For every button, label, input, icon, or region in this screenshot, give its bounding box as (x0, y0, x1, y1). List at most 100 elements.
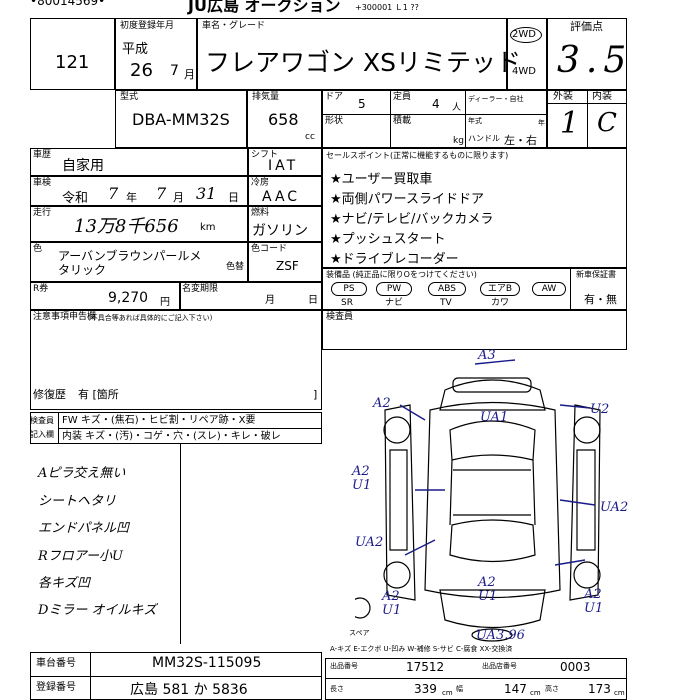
repair-label: 修復歴 (33, 388, 66, 401)
displacement-value: 658 (268, 110, 299, 129)
handwritten-note: シートヘタリ (38, 494, 117, 509)
capacity-unit: 人 (452, 103, 462, 113)
dealer-label: ディーラー・自社 (468, 95, 524, 103)
registration-month-unit: 月 (184, 68, 195, 81)
diagram-mark-ua2: UA2 (600, 500, 629, 515)
sales-points-label: セールスポイント(正常に機能するものに限ります) (326, 151, 509, 160)
sales-point-item: ★ドライブレコーダー (330, 252, 459, 267)
mileage-box (30, 206, 248, 242)
new-car-value: 有・無 (584, 293, 617, 306)
handwritten-note: Dミラー オイルキズ (38, 603, 157, 618)
notes-small: (不具合等あれば具体的にご記入下さい) (88, 314, 213, 322)
auto-tax-box (180, 282, 322, 310)
registration-month: 7 (170, 63, 179, 79)
equipment-box (322, 268, 627, 310)
equipment-airbag: エアB (480, 282, 520, 296)
capacity-value: 4 (432, 97, 440, 111)
inspector-row-2: 内装 キズ・(汚)・コゲ・穴・(スレ)・キレ・破レ (62, 431, 281, 442)
auto-tax-month-unit: 月 (265, 295, 275, 306)
handle-value: 左・右 (504, 134, 537, 147)
auto-tax-label: 名変期限 (182, 284, 219, 294)
color-box (30, 242, 248, 282)
diagram-mark-a2u1: A2 U1 (478, 575, 498, 604)
auction-no-label: 出品番号 (330, 662, 358, 670)
mileage-value: 13万8千656 (74, 216, 179, 237)
handwritten-note: Rフロアー小U (38, 549, 123, 564)
repair-close: ] (313, 388, 318, 401)
equipment-aw: AW (532, 282, 566, 296)
color-label: 色 (33, 244, 43, 254)
diagram-mark-ua1: UA1 (480, 410, 509, 425)
inspection-day-unit: 日 (228, 191, 239, 204)
registration-era: 平成 (122, 42, 149, 57)
equipment-leather: カワ (491, 298, 510, 308)
dealer-year-label: 年式 (468, 117, 482, 125)
diagram-mark-ua2: UA2 (355, 535, 384, 550)
model-box (115, 90, 247, 148)
displacement-box (247, 90, 322, 148)
handwritten-note: エンドパネル凹 (38, 521, 130, 536)
model-value: DBA-MM32S (132, 110, 230, 129)
doors-value: 5 (358, 97, 366, 111)
color-code-value: ZSF (276, 259, 299, 273)
equipment-abs: ABS (428, 282, 466, 296)
shift-label: シフト (251, 150, 279, 160)
rating-box (547, 18, 627, 90)
diagram-mark-a2u1: A2 U1 (382, 589, 402, 618)
aircon-box (248, 176, 322, 206)
diagram-legend: A-キズ E-エクボ U-凹み W-補修 S-サビ C-腐食 XX-交換済 (330, 645, 513, 653)
length-value: 339 (414, 682, 437, 696)
equipment-tv: TV (440, 298, 452, 308)
diagram-mark-u2: U2 (590, 402, 610, 417)
top-small: +300001 Ｌ1 ?? (355, 3, 419, 12)
recycle-value: 9,270 (108, 290, 149, 306)
shape-label: 形状 (325, 116, 344, 126)
diagram-mark-a2u1: A2 U1 (584, 587, 604, 616)
lot-number: 121 (55, 52, 90, 73)
diagram-mark-a2: A2 (373, 396, 391, 411)
drive-4wd: 4WD (512, 66, 536, 77)
inspection-month-unit: 月 (173, 191, 184, 204)
auto-tax-day-unit: 日 (308, 295, 318, 306)
rating-score: 3.5 (557, 40, 633, 81)
sales-points-box (322, 148, 627, 268)
inspection-box (30, 176, 248, 206)
fuel-value: ガソリン (252, 223, 308, 239)
shift-box (248, 148, 322, 176)
exterior-label: 外装 (553, 91, 573, 102)
lot-box (30, 18, 115, 90)
drive-2wd: 2WD (512, 29, 536, 40)
interior-label: 内装 (592, 91, 612, 102)
handwritten-note: Aピラ交え無い (38, 466, 126, 481)
sales-point-item: ★ナビ/テレビ/バックカメラ (330, 212, 494, 227)
sales-point-item: ★両側パワースライドドア (330, 192, 485, 207)
width-value: 147 (504, 682, 527, 696)
chassis-value: MM32S-115095 (152, 655, 262, 671)
plate-label: 登録番号 (36, 682, 76, 693)
loading-label: 積載 (393, 116, 412, 126)
remarks-label: 検査員 (326, 312, 354, 322)
equipment-pw: PW (376, 282, 412, 296)
displacement-unit: cc (305, 132, 315, 142)
diagram-mark-a2u1: A2 U1 (352, 464, 372, 493)
equipment-ps: PS (331, 282, 367, 296)
model-label: 型式 (120, 92, 139, 102)
interior-value: C (597, 108, 617, 138)
inspector-label-2: 記入欄 (30, 430, 54, 439)
sales-point-item: ★プッシュスタート (330, 232, 446, 247)
diagram-spare-label: スペア (349, 629, 370, 637)
color-change-label: 色替 (226, 262, 245, 272)
registration-box (115, 18, 197, 90)
inspection-month: 7 (156, 184, 167, 203)
vehicle-name-box (197, 18, 507, 90)
capacity-label: 定員 (393, 92, 412, 102)
repair-value: 有 [箇所 (78, 388, 119, 401)
mileage-label: 走行 (33, 208, 52, 218)
inspection-era: 令和 (62, 191, 89, 206)
exterior-value: 1 (560, 106, 580, 141)
length-label: 長さ (330, 685, 344, 693)
inspection-label: 車検 (33, 178, 52, 188)
color-value: アーバンブラウンパールメタリック (58, 249, 202, 277)
vehicle-name-label: 車名・グレード (202, 21, 266, 31)
height-value: 173 (588, 682, 611, 696)
